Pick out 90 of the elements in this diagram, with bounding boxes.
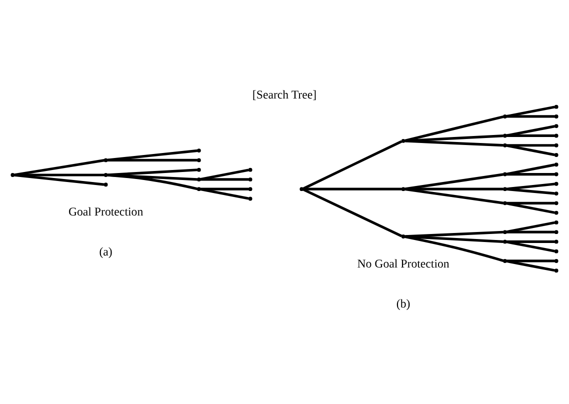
connector: [302, 188, 402, 238]
node-point: [104, 158, 108, 162]
node-point: [554, 240, 558, 244]
connector: [506, 115, 555, 118]
node-point: [104, 182, 108, 187]
connector: [506, 134, 555, 138]
connector: [506, 106, 555, 118]
label: (a): [99, 244, 112, 259]
node-point: [502, 187, 507, 192]
node-point: [554, 230, 558, 234]
connector: [506, 202, 555, 214]
node-point: [502, 240, 507, 244]
connector: [108, 174, 198, 190]
node-point: [554, 268, 558, 273]
connector: [405, 188, 504, 204]
node-point: [196, 177, 201, 182]
node-point: [401, 234, 406, 238]
node-point: [196, 148, 201, 153]
node-point: [502, 143, 507, 148]
node-point: [10, 173, 15, 177]
connector: [506, 240, 555, 243]
node-point: [502, 230, 507, 234]
connector: [14, 174, 104, 186]
connector: [200, 168, 249, 181]
connector: [506, 221, 555, 234]
connector: [405, 140, 504, 147]
node-point: [554, 182, 558, 186]
connector: [304, 188, 402, 190]
node-point: [502, 259, 507, 263]
connector: [405, 134, 504, 142]
node-point: [401, 187, 406, 192]
node-point: [196, 158, 201, 162]
node-point: [554, 259, 558, 263]
node-point: [554, 201, 558, 206]
connector: [506, 202, 555, 204]
node-point: [196, 168, 201, 172]
connector: [108, 168, 198, 176]
node-point: [104, 173, 108, 177]
connector: [506, 240, 555, 252]
connector: [405, 235, 504, 243]
node-point: [554, 114, 558, 118]
node-point: [554, 124, 558, 128]
node-point: [300, 187, 304, 192]
connector: [302, 140, 402, 190]
node-point: [554, 249, 558, 254]
node-point: [248, 196, 252, 201]
connector: [506, 144, 555, 147]
connector: [506, 182, 555, 190]
connector: [108, 158, 198, 162]
connector: [506, 144, 555, 156]
connector: [506, 125, 555, 137]
label: No Goal Protection: [357, 256, 450, 270]
node-point: [248, 177, 252, 182]
node-point: [554, 153, 558, 157]
connector: [14, 159, 104, 176]
label: Goal Protection: [68, 204, 144, 219]
node-point: [554, 210, 558, 215]
node-point: [502, 114, 507, 118]
connector: [506, 260, 555, 262]
connector: [506, 164, 555, 176]
connector: [200, 188, 248, 190]
connector: [405, 230, 504, 238]
connector: [200, 188, 249, 200]
label: (b): [396, 296, 410, 311]
connector: [506, 172, 555, 176]
diagram-title: [Search Tree]: [252, 87, 317, 102]
node-point: [554, 143, 558, 148]
node-point: [554, 172, 558, 176]
node-point: [248, 168, 252, 172]
connector: [107, 149, 198, 162]
node-point: [554, 162, 558, 167]
node-point: [248, 187, 252, 192]
connector: [404, 115, 504, 142]
node-point: [502, 201, 507, 206]
connector: [506, 260, 555, 272]
connector: [404, 235, 504, 262]
connector: [404, 173, 504, 190]
node-point: [502, 134, 507, 138]
node-point: [554, 220, 558, 224]
connector: [405, 188, 504, 190]
node-point: [196, 187, 201, 192]
node-point: [401, 138, 406, 143]
connector: [200, 178, 248, 181]
connector: [506, 230, 555, 234]
connector: [506, 188, 555, 195]
node-point: [554, 104, 558, 109]
node-point: [554, 192, 558, 196]
node-point: [554, 134, 558, 138]
connector: [14, 174, 104, 176]
node-point: [502, 172, 507, 176]
